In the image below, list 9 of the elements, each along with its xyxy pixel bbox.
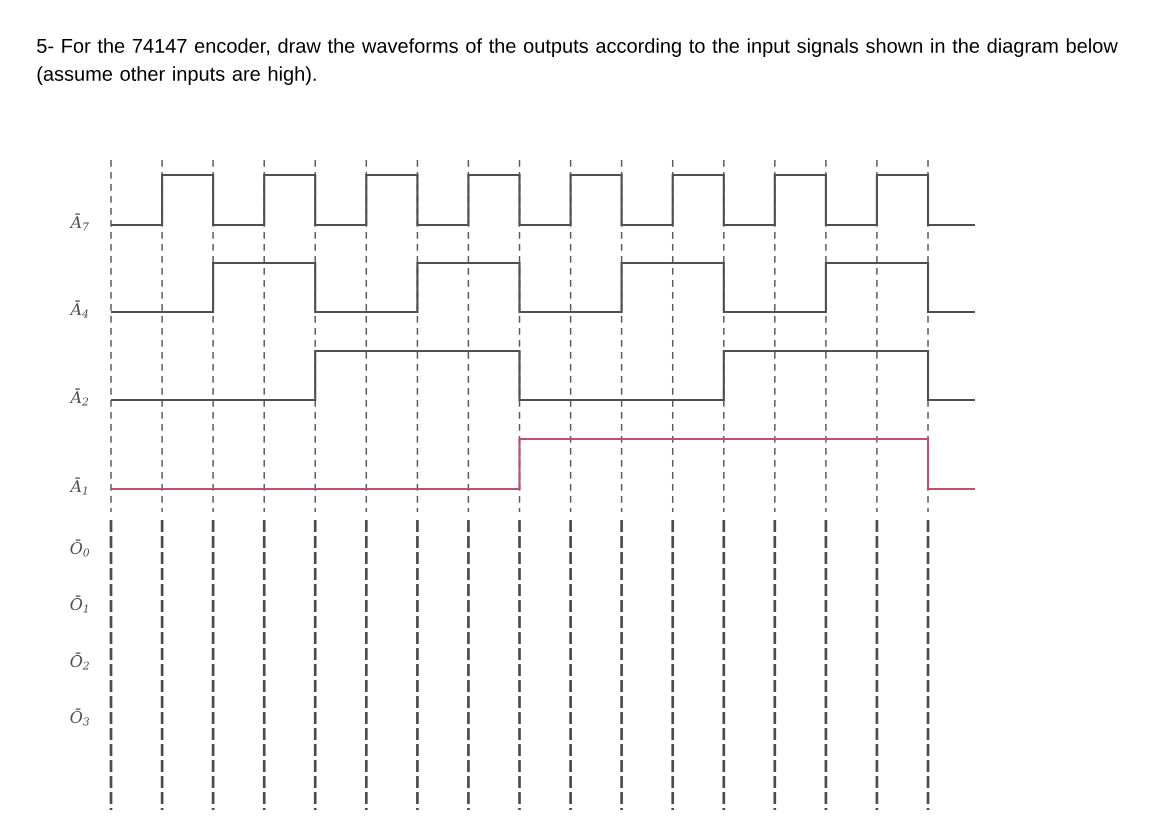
signal-label: Ā$_{2}$ <box>69 388 89 406</box>
signal-label: Ō$_{1}$ <box>70 595 88 613</box>
signal-label: Ō$_{2}$ <box>70 652 89 670</box>
signal-label: Ō$_{3}$ <box>70 708 89 726</box>
signal-label: Ā$_{7}$ <box>69 213 89 231</box>
signal-label: Ā$_{1}$ <box>69 477 87 495</box>
question-text: 5- For the 74147 encoder, draw the waveforms of the outputs according to the input signals shown in the diagram below (assume other inputs are high). <box>37 38 1118 85</box>
signal-label: Ō$_{0}$ <box>70 539 90 557</box>
signal-label: Ā$_{4}$ <box>69 300 89 318</box>
